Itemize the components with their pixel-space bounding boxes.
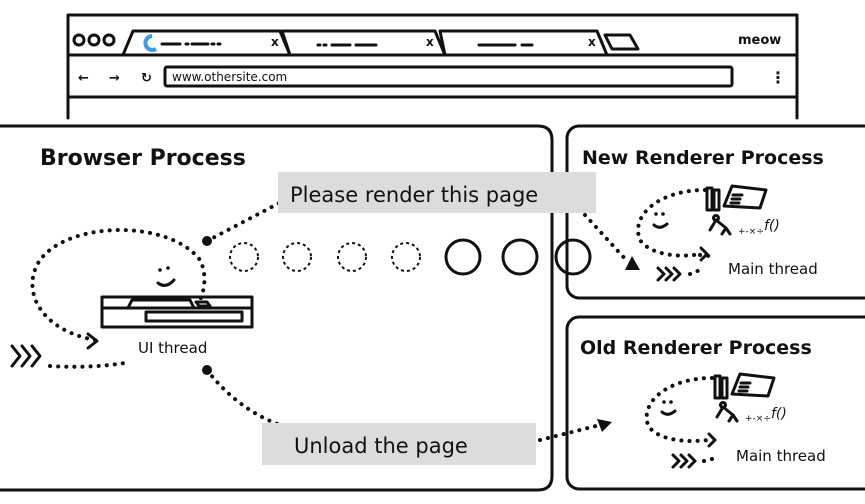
ipc-message-circles: [229, 238, 592, 276]
new-renderer-title: New Renderer Process: [582, 147, 824, 169]
tools-book-icon: [713, 372, 776, 400]
ui-thread-label: UI thread: [138, 339, 207, 357]
favicon-spinner-icon: [143, 34, 158, 52]
chevron-triple-icon: [10, 344, 42, 368]
mini-browser-icon: [100, 295, 254, 329]
math-icon: +-×÷: [745, 414, 771, 424]
old-main-thread-label: Main thread: [736, 447, 826, 465]
address-bar[interactable]: [163, 65, 734, 88]
tab-close-icon[interactable]: x: [588, 35, 596, 49]
tab-close-icon[interactable]: x: [426, 35, 434, 49]
browser-process-box: [0, 124, 554, 492]
new-main-thread-label: Main thread: [728, 260, 818, 278]
back-arrow-icon[interactable]: ←: [78, 71, 89, 86]
chevron-triple-icon: [656, 266, 682, 282]
new-tab-button[interactable]: [603, 33, 640, 51]
render-message-text: Please render this page: [290, 183, 538, 207]
render-message-label: [278, 172, 596, 213]
function-icon: f(): [771, 406, 787, 422]
old-renderer-process-box: [565, 315, 865, 491]
ui-thread: UI thread: [10, 228, 254, 369]
tools-book-icon: [705, 184, 768, 212]
function-icon: f(): [764, 218, 780, 234]
profile-label: meow: [738, 33, 781, 48]
unload-message-label: [262, 423, 536, 465]
math-icon: +-×÷: [738, 227, 764, 237]
tree-icon: [708, 214, 732, 236]
smiley-thread-icon: [156, 266, 176, 287]
window-controls[interactable]: [72, 33, 116, 47]
reload-icon[interactable]: ↻: [141, 71, 152, 86]
unload-message-text: Unload the page: [294, 434, 468, 458]
new-main-thread: +-×÷ f() Main thread: [636, 184, 818, 282]
tab[interactable]: [280, 29, 447, 57]
tab[interactable]: [438, 29, 609, 57]
old-main-thread: +-×÷ f() Main thread: [644, 372, 826, 469]
address-bar-url[interactable]: www.othersite.com: [172, 70, 287, 84]
old-renderer-title: Old Renderer Process: [580, 337, 812, 359]
tab-close-icon[interactable]: x: [271, 35, 279, 49]
browser-process-title: Browser Process: [40, 146, 246, 171]
tree-icon: [715, 401, 739, 423]
menu-dots-icon[interactable]: ⋮: [770, 68, 786, 87]
forward-arrow-icon[interactable]: →: [109, 71, 120, 86]
chevron-triple-icon: [671, 453, 697, 469]
browser-window: x x x meow ← → ↻ www.othersite.com ⋮: [66, 13, 799, 120]
